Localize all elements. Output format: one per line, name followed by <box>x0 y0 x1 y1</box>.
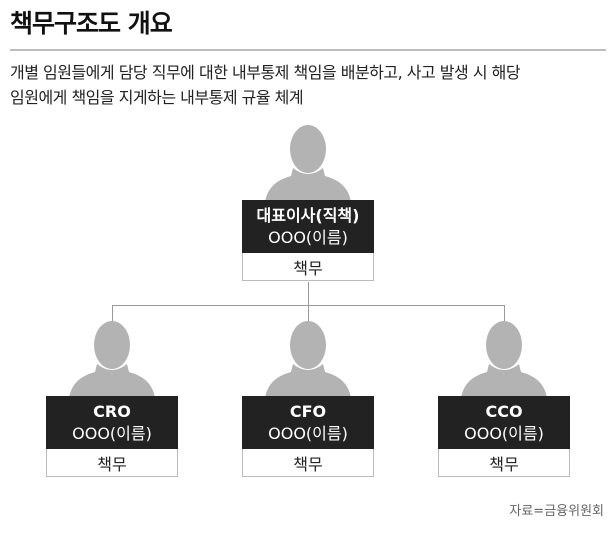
connector-line <box>504 305 505 327</box>
role-label: CRO <box>93 401 131 421</box>
name-label: OOO(이름) <box>464 423 544 443</box>
duty-label: 책무 <box>46 449 178 477</box>
cro-card: CRO OOO(이름) 책무 <box>46 396 178 477</box>
connector-line <box>112 305 113 327</box>
description: 개별 임원들에게 담당 직무에 대한 내부통제 책임을 배분하고, 사고 발생 … <box>10 60 610 110</box>
card-header: CFO OOO(이름) <box>242 396 374 449</box>
person-silhouette-icon <box>461 321 547 398</box>
page-title: 책무구조도 개요 <box>10 9 173 38</box>
role-label: 대표이사(직책) <box>256 205 360 225</box>
connector-line <box>308 305 309 327</box>
role-label: CFO <box>289 401 327 421</box>
person-silhouette-icon <box>265 321 351 398</box>
duty-label: 책무 <box>242 253 374 281</box>
card-header: 대표이사(직책) OOO(이름) <box>242 200 374 253</box>
divider <box>10 49 606 51</box>
description-line: 임원에게 책임을 지게하는 내부통제 규율 체계 <box>10 88 304 107</box>
card-header: CCO OOO(이름) <box>438 396 570 449</box>
name-label: OOO(이름) <box>268 227 348 247</box>
person-silhouette-icon <box>265 125 351 202</box>
name-label: OOO(이름) <box>268 423 348 443</box>
card-header: CRO OOO(이름) <box>46 396 178 449</box>
person-silhouette-icon <box>69 321 155 398</box>
cfo-card: CFO OOO(이름) 책무 <box>242 396 374 477</box>
cco-card: CCO OOO(이름) 책무 <box>438 396 570 477</box>
description-line: 개별 임원들에게 담당 직무에 대한 내부통제 책임을 배분하고, 사고 발생 … <box>10 63 521 82</box>
role-label: CCO <box>485 401 523 421</box>
duty-label: 책무 <box>438 449 570 477</box>
source-note: 자료=금융위원회 <box>509 504 604 519</box>
duty-label: 책무 <box>242 449 374 477</box>
connector-line <box>308 282 309 306</box>
ceo-card: 대표이사(직책) OOO(이름) 책무 <box>242 200 374 281</box>
name-label: OOO(이름) <box>72 423 152 443</box>
